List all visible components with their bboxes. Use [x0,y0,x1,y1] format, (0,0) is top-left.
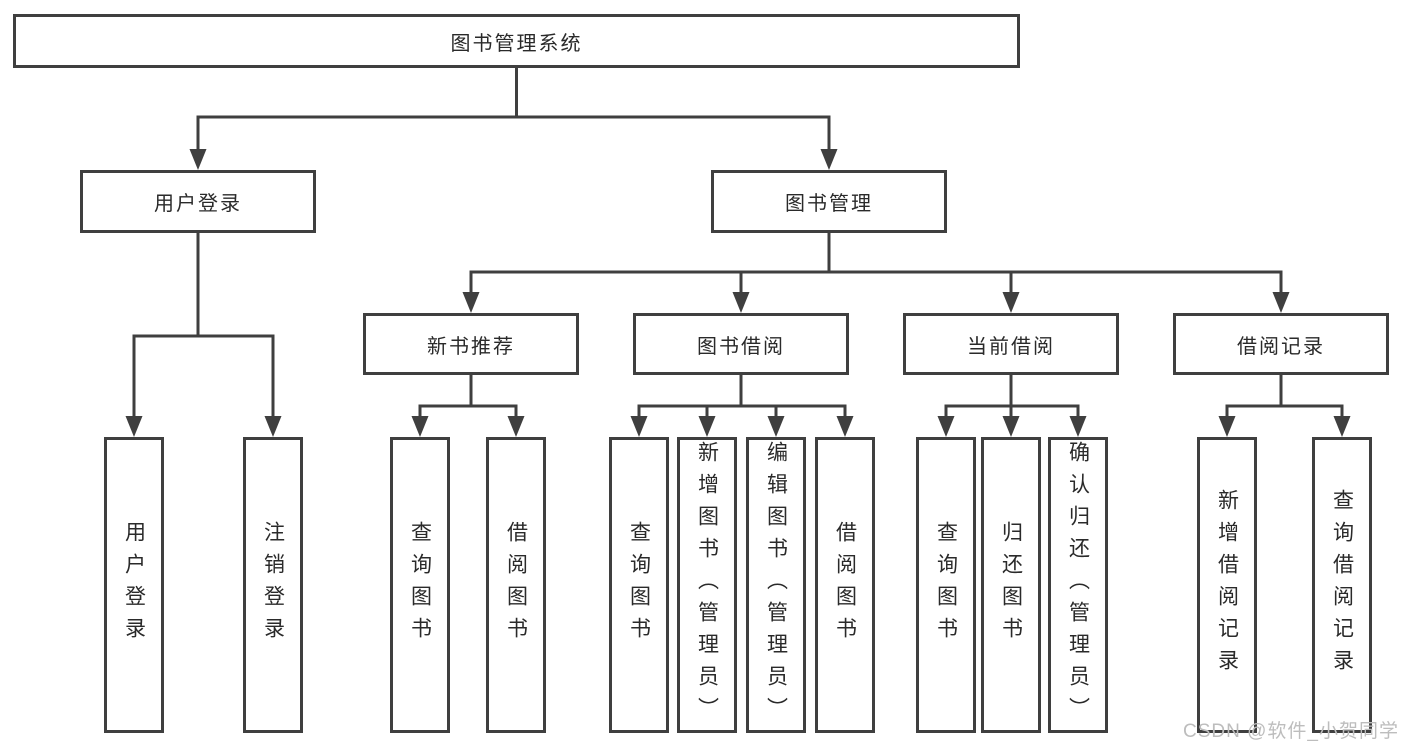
node-book-management: 图书管理 [711,170,947,233]
leaf-logout: 注销登录 [243,437,303,733]
leaf-br-query-record-label: 查询借阅记录 [1330,489,1354,681]
leaf-bb-add-books-admin-label: 新增图书（管理员） [695,441,719,729]
leaf-cb-query-books-label: 查询图书 [934,521,958,649]
leaf-br-add-record: 新增借阅记录 [1197,437,1257,733]
node-current-borrow-label: 当前借阅 [967,335,1055,358]
node-user-login: 用户登录 [80,170,316,233]
node-new-book-recommend: 新书推荐 [363,313,579,375]
leaf-cb-return-books: 归还图书 [981,437,1041,733]
leaf-nb-query-books: 查询图书 [390,437,450,733]
node-book-borrow-label: 图书借阅 [697,335,785,358]
leaf-cb-query-books: 查询图书 [916,437,976,733]
node-borrow-records: 借阅记录 [1173,313,1389,375]
leaf-logout-label: 注销登录 [261,521,285,649]
leaf-nb-borrow-books: 借阅图书 [486,437,546,733]
leaf-user-login-label: 用户登录 [122,521,146,649]
leaf-nb-borrow-books-label: 借阅图书 [504,521,528,649]
leaf-bb-borrow-books-label: 借阅图书 [833,521,857,649]
leaf-cb-confirm-return-admin-label: 确认归还（管理员） [1066,441,1090,729]
node-borrow-records-label: 借阅记录 [1237,335,1325,358]
node-library-system: 图书管理系统 [13,14,1020,68]
leaf-bb-edit-books-admin: 编辑图书（管理员） [746,437,806,733]
leaf-br-add-record-label: 新增借阅记录 [1215,489,1239,681]
leaf-bb-borrow-books: 借阅图书 [815,437,875,733]
leaf-user-login: 用户登录 [104,437,164,733]
node-current-borrow: 当前借阅 [903,313,1119,375]
leaf-cb-return-books-label: 归还图书 [999,521,1023,649]
leaf-bb-query-books: 查询图书 [609,437,669,733]
watermark: CSDN @软件_小贺同学 [1183,721,1399,742]
node-user-login-label: 用户登录 [154,193,242,215]
node-book-management-label: 图书管理 [785,193,873,215]
leaf-br-query-record: 查询借阅记录 [1312,437,1372,733]
node-library-system-label: 图书管理系统 [450,32,583,55]
leaf-nb-query-books-label: 查询图书 [408,521,432,649]
node-book-borrow: 图书借阅 [633,313,849,375]
leaf-cb-confirm-return-admin: 确认归还（管理员） [1048,437,1108,733]
leaf-bb-edit-books-admin-label: 编辑图书（管理员） [764,441,788,729]
leaf-bb-add-books-admin: 新增图书（管理员） [677,437,737,733]
leaf-bb-query-books-label: 查询图书 [627,521,651,649]
arrowheads [125,149,1351,437]
node-new-book-recommend-label: 新书推荐 [427,335,515,358]
